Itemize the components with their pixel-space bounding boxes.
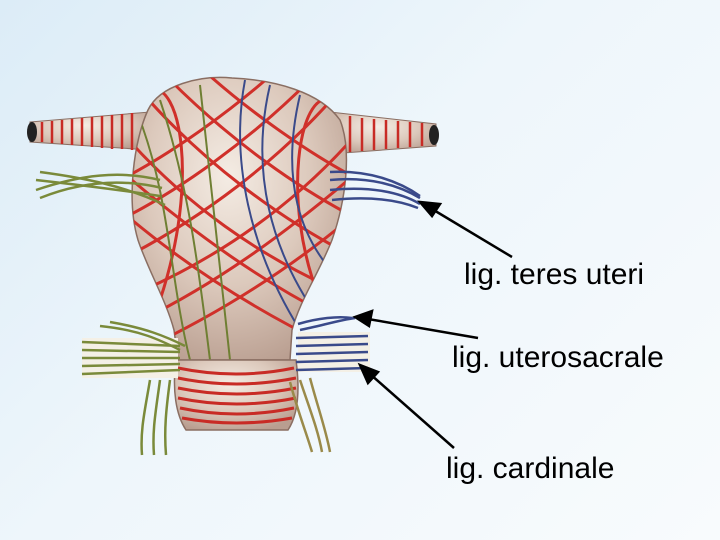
lig-cardinale-fibers xyxy=(81,316,370,456)
fallopian-tube-left xyxy=(27,111,151,151)
label-lig-teres-uteri: lig. teres uteri xyxy=(464,258,645,291)
cervix xyxy=(173,359,299,431)
arrow-cardinale xyxy=(357,362,455,449)
lig-teres-fibers xyxy=(35,170,421,210)
arrow-teres xyxy=(417,200,513,259)
fallopian-tube-right xyxy=(329,111,439,155)
arrow-uterosacrale xyxy=(352,309,479,340)
leader-arrows xyxy=(352,200,513,449)
uterus-body xyxy=(131,76,348,361)
label-lig-cardinale: lig. cardinale xyxy=(446,452,615,485)
label-lig-uterosacrale: lig. uterosacrale xyxy=(452,341,664,374)
